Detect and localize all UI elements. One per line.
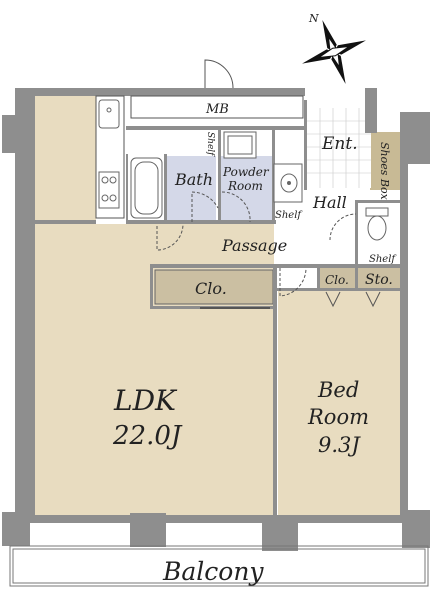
washbasin-icon <box>273 163 303 203</box>
shelf-label-top: Shelf <box>205 132 215 157</box>
mb-label: MB <box>205 102 229 117</box>
balcony-railing <box>9 545 429 587</box>
bedroom-floor <box>278 290 403 515</box>
shelf-label-mid: Shelf <box>275 210 303 221</box>
hall-label: Hall <box>312 193 347 212</box>
storage-floor <box>358 268 400 288</box>
toilet-icon <box>365 207 389 241</box>
entrance-tiles <box>307 108 371 188</box>
powder-label-line2: Room <box>227 179 263 193</box>
bedroom-area: 9.3J <box>318 433 361 457</box>
compass-icon <box>302 20 366 84</box>
shelf-label-wc: Shelf <box>369 254 397 265</box>
ldk-label: LDK <box>113 384 178 417</box>
closet-bed-label: Clo. <box>325 273 349 287</box>
compass-north-label: N <box>308 12 319 25</box>
bedroom-label-line1: Bed <box>317 378 359 402</box>
closet-ldk-label: Clo. <box>195 279 227 298</box>
balcony-label: Balcony <box>162 557 264 586</box>
powder-floor <box>220 156 272 220</box>
kitchen-floor <box>34 95 96 220</box>
exterior-walls <box>2 88 430 551</box>
stove-icon <box>98 171 120 209</box>
closet-bed-floor <box>320 268 355 288</box>
entrance-label: Ent. <box>321 134 358 154</box>
shoes-box-floor <box>370 132 400 190</box>
washing-machine-icon <box>223 131 257 159</box>
bath-floor <box>166 156 216 220</box>
bathtub-icon <box>130 157 163 219</box>
kitchen-sink-icon <box>98 99 120 129</box>
bath-label: Bath <box>174 170 213 189</box>
shoes-box-label: Shoes Box <box>378 142 391 201</box>
ldk-area: 22.0J <box>112 421 183 451</box>
storage-label: Sto. <box>365 272 393 288</box>
passage-label: Passage <box>221 236 287 255</box>
bedroom-label-line2: Room <box>307 405 369 429</box>
doors <box>156 59 381 309</box>
powder-label-line1: Powder <box>222 165 270 179</box>
